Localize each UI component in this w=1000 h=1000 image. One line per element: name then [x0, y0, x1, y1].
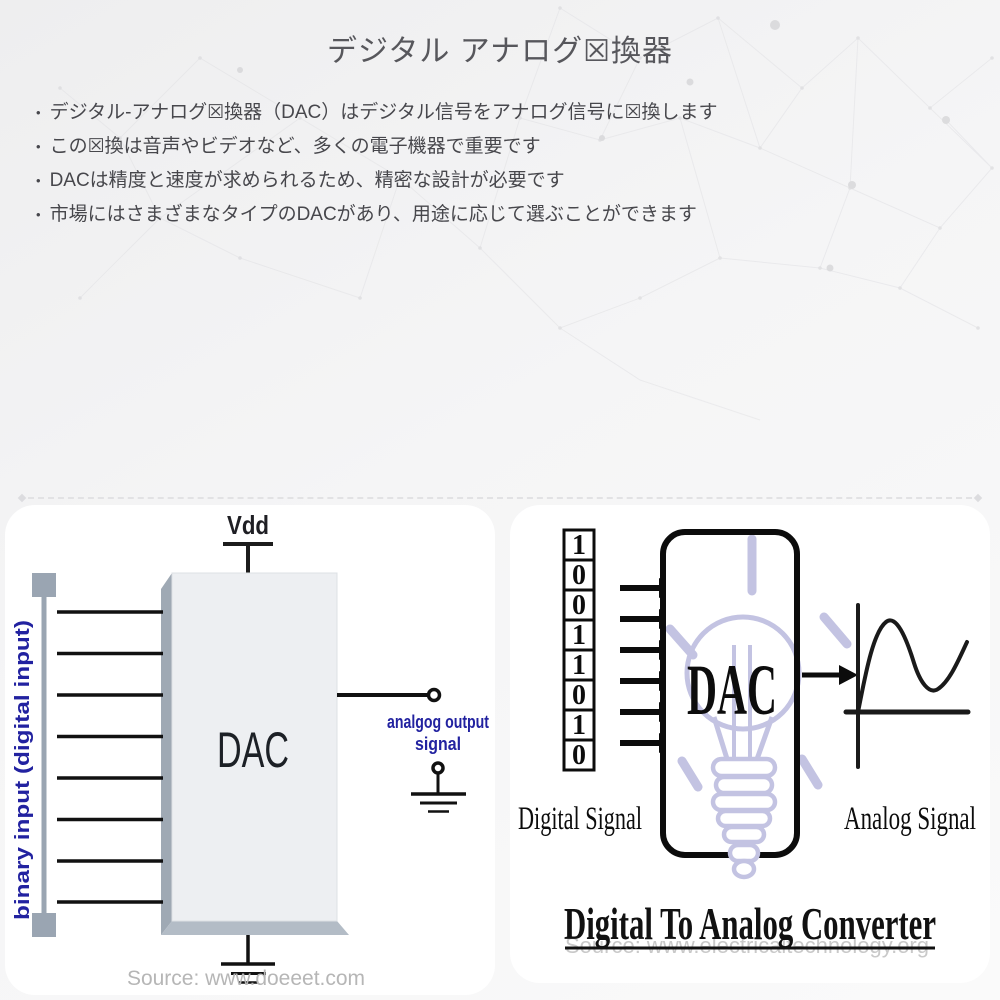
list-item: • 市場にはさまざまなタイプのDACがあり、用途に応じて選ぶことができます — [36, 198, 718, 232]
bit-cell-value: 0 — [572, 680, 586, 711]
list-item: • デジタル-アナログ☒換器（DAC）はデジタル信号をアナログ信号に☒換します — [36, 96, 718, 130]
analog-signal-label: Analog Signal — [844, 801, 976, 837]
bullet-marker: • — [36, 139, 41, 154]
list-item: • DACは精度と速度が求められるため、精密な設計が必要です — [36, 164, 718, 198]
input-bus-bar — [32, 573, 56, 937]
light-bulb-icon — [665, 534, 852, 845]
analog-waveform — [843, 603, 971, 769]
analog-output-wire — [337, 687, 442, 703]
bit-cell-value: 0 — [572, 740, 586, 771]
dac-chip-body — [161, 572, 349, 935]
bit-cell-value: 1 — [572, 530, 586, 561]
dac-block-schematic: Vdd DAC — [12, 510, 489, 990]
source-caption: Source: www.doeeet.com — [127, 967, 365, 990]
bullet-text: デジタル-アナログ☒換器（DAC）はデジタル信号をアナログ信号に☒換します — [49, 102, 718, 123]
right-diagram-card: 1 0 0 1 1 0 1 0 — [510, 505, 990, 983]
output-ground-icon — [411, 761, 466, 813]
dac-chip-label: DAC — [687, 650, 777, 730]
bit-cell-value: 1 — [572, 710, 586, 741]
light-bulb-tip — [727, 842, 761, 880]
digital-signal-label: Digital Signal — [518, 801, 642, 837]
vdd-label: Vdd — [227, 510, 269, 540]
bit-cell-value: 1 — [572, 650, 586, 681]
bit-cell-value: 0 — [572, 590, 586, 621]
bit-cell-value: 0 — [572, 560, 586, 591]
vdd-power-icon — [223, 542, 273, 573]
bullet-text: 市場にはさまざまなタイプのDACがあり、用途に応じて選ぶことができます — [49, 204, 697, 225]
diagram-caption: Digital To Analog Converter — [564, 898, 936, 949]
divider-end-icon — [17, 493, 27, 503]
background-network-pattern — [58, 6, 994, 421]
bullet-marker: • — [36, 173, 41, 188]
digital-bit-column: 1 0 0 1 1 0 1 0 — [562, 528, 596, 772]
left-diagram-card: Vdd DAC — [5, 505, 495, 995]
binary-input-lines — [57, 610, 163, 904]
output-label-line1: analgog output — [387, 712, 489, 732]
list-item: • この☒換は音声やビデオなど、多くの電子機器で重要です — [36, 130, 718, 164]
binary-input-label: binary input (digital input) — [12, 620, 34, 920]
output-label-line2: signal — [415, 734, 461, 754]
bit-cell-value: 1 — [572, 620, 586, 651]
bullet-list: • デジタル-アナログ☒換器（DAC）はデジタル信号をアナログ信号に☒換します … — [36, 96, 718, 232]
dashed-divider — [17, 493, 983, 503]
bullet-text: DACは精度と速度が求められるため、精密な設計が必要です — [49, 170, 565, 191]
output-arrow-icon — [802, 665, 858, 685]
watermark: Source: www.electricaltechnology.org — [565, 933, 929, 958]
dac-concept-illustration: 1 0 0 1 1 0 1 0 — [518, 528, 976, 958]
bullet-text: この☒換は音声やビデオなど、多くの電子機器で重要です — [49, 136, 541, 157]
bullet-marker: • — [36, 105, 41, 120]
bullet-marker: • — [36, 207, 41, 222]
divider-end-icon — [973, 493, 983, 503]
page-title: デジタル アナログ☒換器 — [326, 35, 674, 68]
dac-chip-label: DAC — [217, 722, 289, 778]
chip-ground-icon — [221, 935, 275, 984]
